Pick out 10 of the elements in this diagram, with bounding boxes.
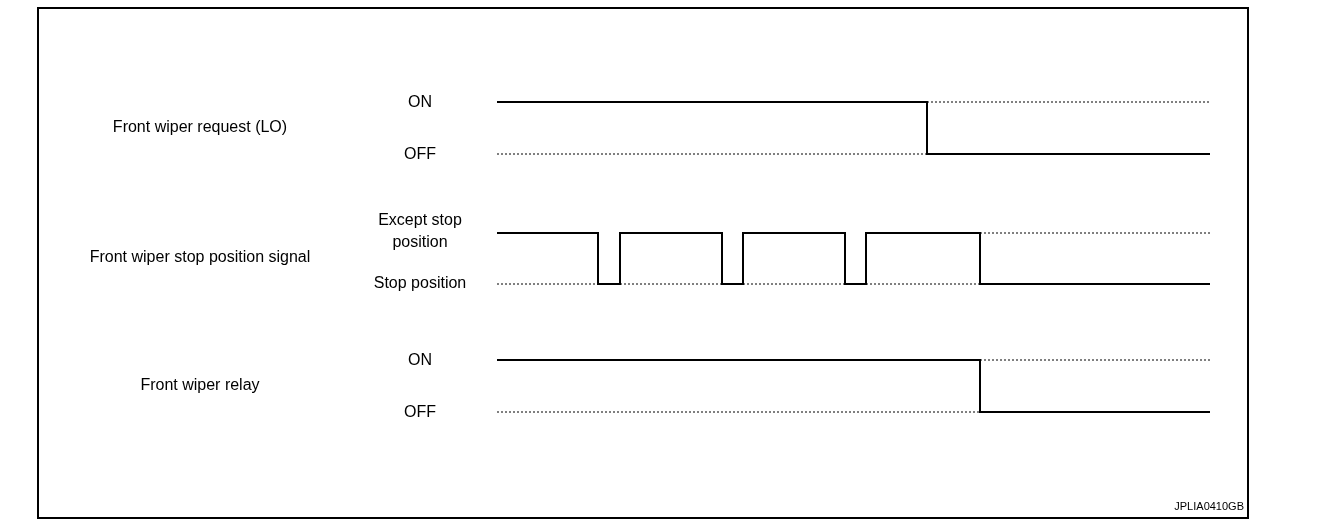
state-label: Stop position — [373, 273, 467, 293]
state-label: OFF — [404, 144, 436, 164]
state-label: Except stop position — [377, 210, 463, 252]
state-label: ON — [408, 92, 432, 112]
state-label: OFF — [404, 402, 436, 422]
signal-name: Front wiper stop position signal — [89, 247, 311, 267]
signal-name: Front wiper request (LO) — [112, 117, 288, 137]
signal-name: Front wiper relay — [140, 375, 260, 395]
state-label: ON — [408, 350, 432, 370]
figure-code: JPLIA0410GB — [1174, 498, 1244, 514]
